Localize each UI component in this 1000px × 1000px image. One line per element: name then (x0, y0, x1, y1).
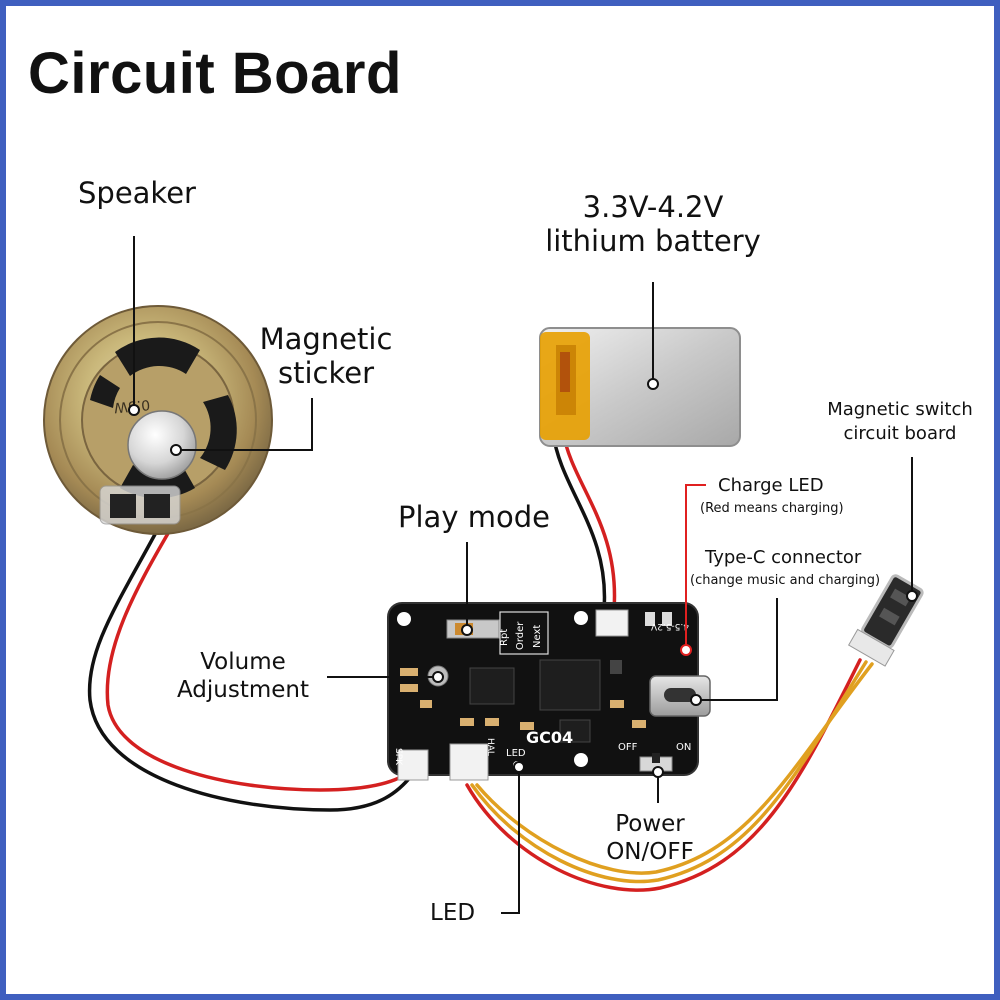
page-title: Circuit Board (28, 41, 402, 106)
speaker-image: 0.5W (43, 305, 273, 535)
leader-lines (133, 236, 913, 914)
magnetic-switch-line2: circuit board (843, 423, 957, 444)
magnetic-switch-image (847, 574, 924, 667)
pcb-hal: HAL (485, 738, 495, 756)
power-label: Power ON/OFF (580, 810, 720, 866)
battery-wires (551, 430, 617, 612)
magnetic-sticker-label: Magnetic sticker (246, 322, 406, 390)
magnetic-switch-line1: Magnetic switch (827, 399, 973, 420)
magnetic-switch-label: Magnetic switch circuit board (810, 398, 990, 446)
battery-image (539, 327, 741, 447)
pcb-on: ON (676, 742, 691, 753)
pcb-mode-rpt: Rpt (499, 629, 510, 646)
power-line1: Power (615, 811, 685, 837)
volume-line1: Volume (200, 649, 286, 675)
pcb-mode-order: Order (515, 621, 526, 650)
pcb-spk: SPK (393, 748, 403, 766)
led-label: LED (430, 900, 476, 926)
pcb-image: Rpt Order Next 4.5-5.2V GC04 OFF ON LED … (387, 602, 711, 781)
speaker-wires (87, 523, 414, 812)
charge-led-note: (Red means charging) (700, 501, 844, 516)
magnetic-sticker-line1: Magnetic (259, 322, 393, 356)
pcb-led: LED (506, 748, 526, 759)
switch-wires (465, 658, 874, 892)
magnetic-sticker-line2: sticker (277, 356, 374, 390)
battery-label-line1: 3.3V-4.2V (582, 190, 724, 224)
volume-label: Volume Adjustment (168, 648, 318, 704)
pcb-voltage: 4.5-5.2V (650, 621, 689, 631)
pcb-off: OFF (618, 742, 638, 753)
battery-label: 3.3V-4.2V lithium battery (523, 190, 783, 258)
leader-dots (128, 378, 918, 778)
play-mode-label: Play mode (398, 500, 550, 534)
type-c-label: Type-C connector (705, 547, 862, 568)
type-c-note: (change music and charging) (690, 573, 881, 588)
volume-line2: Adjustment (176, 677, 310, 703)
pcb-model: GC04 (526, 728, 573, 747)
pcb-mode-next: Next (532, 625, 543, 648)
speaker-label: Speaker (78, 176, 196, 210)
battery-label-line2: lithium battery (545, 224, 761, 258)
charge-led-label: Charge LED (718, 475, 824, 496)
power-line2: ON/OFF (606, 839, 694, 865)
